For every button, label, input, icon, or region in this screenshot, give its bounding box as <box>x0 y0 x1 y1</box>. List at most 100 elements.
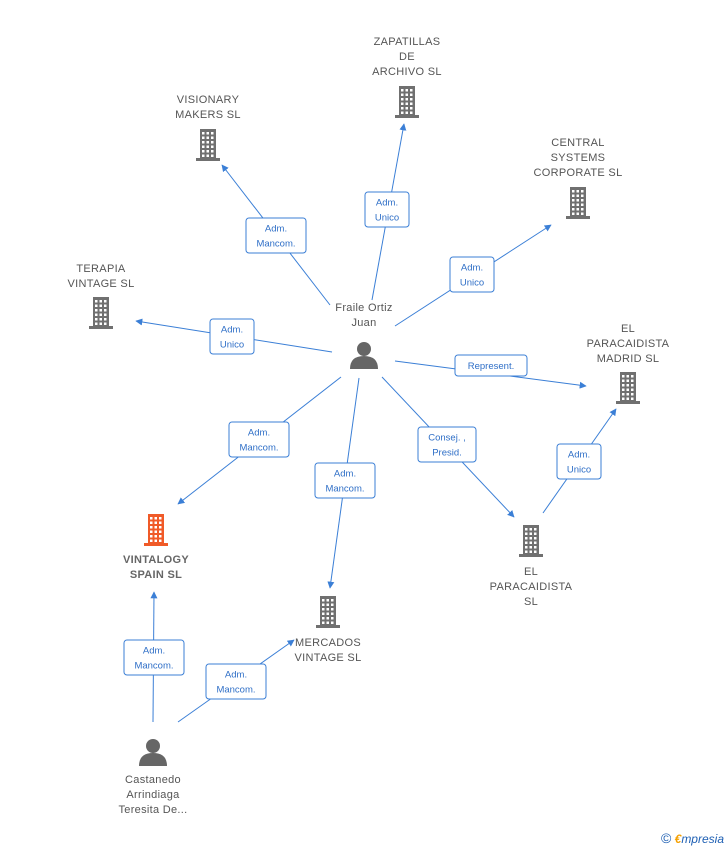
building-icon[interactable] <box>616 372 640 404</box>
building-window <box>159 539 162 542</box>
node-label[interactable]: PARACAIDISTA <box>587 338 670 350</box>
node-label[interactable]: Fraile Ortiz <box>335 302 392 314</box>
building-window <box>525 550 528 553</box>
edge-label[interactable]: Represent. <box>454 354 528 377</box>
node-label[interactable]: DE <box>399 51 415 63</box>
building-icon[interactable] <box>566 187 590 219</box>
edge-label[interactable]: Adm.Mancom. <box>314 462 376 499</box>
building-window <box>410 102 413 105</box>
edge-label[interactable]: Adm. Unico <box>556 443 602 480</box>
node-label[interactable]: MAKERS SL <box>175 109 241 121</box>
edge-label-text: Represent. <box>468 361 514 372</box>
node-label[interactable]: Juan <box>351 317 376 329</box>
building-window <box>150 521 153 524</box>
building-window <box>572 212 575 215</box>
node-label[interactable]: EL <box>621 323 635 335</box>
edge-label[interactable]: Adm.Mancom. <box>245 217 307 254</box>
building-window <box>622 384 625 387</box>
node-label[interactable]: VINTAGE SL <box>68 278 135 290</box>
building-window <box>104 318 107 321</box>
building-window <box>529 546 532 549</box>
edge-label[interactable]: Adm.Mancom. <box>123 639 185 676</box>
building-base <box>89 326 113 329</box>
building-icon[interactable] <box>89 297 113 329</box>
node-label[interactable]: VINTALOGY <box>123 554 189 566</box>
node-label[interactable]: ZAPATILLAS <box>374 36 441 48</box>
edge-label-text: Unico <box>567 465 591 476</box>
edge-label-text: Mancom. <box>239 443 278 454</box>
building-window <box>326 603 329 606</box>
building-window <box>159 530 162 533</box>
building-window <box>581 208 584 211</box>
building-window <box>99 313 102 316</box>
building-window <box>572 208 575 211</box>
building-window <box>534 546 537 549</box>
edge-label[interactable]: Adm.Mancom. <box>205 663 267 700</box>
edge-label[interactable]: Adm.Unico <box>364 191 410 228</box>
edge-label-box <box>205 663 267 700</box>
building-window <box>626 384 629 387</box>
building-window <box>104 309 107 312</box>
node-label[interactable]: EL <box>524 566 538 578</box>
node-label[interactable]: SYSTEMS <box>551 152 606 164</box>
building-window <box>326 599 329 602</box>
building-icon[interactable] <box>316 596 340 628</box>
building-window <box>159 526 162 529</box>
node-label[interactable]: CORPORATE SL <box>534 167 623 179</box>
building-window <box>405 93 408 96</box>
building-icon-main[interactable] <box>144 514 168 546</box>
building-window <box>529 532 532 535</box>
node-label[interactable]: MADRID SL <box>597 353 660 365</box>
node-label[interactable]: PARACAIDISTA <box>490 581 573 593</box>
person-head <box>146 739 160 753</box>
building-window <box>326 621 329 624</box>
node-label[interactable]: Castanedo <box>125 774 181 786</box>
building-window <box>581 194 584 197</box>
building-window <box>572 194 575 197</box>
building-window <box>576 190 579 193</box>
person-icon[interactable] <box>350 342 378 369</box>
building-window <box>206 141 209 144</box>
node-label[interactable]: TERAPIA <box>76 263 126 275</box>
building-window <box>104 300 107 303</box>
node-label[interactable]: ARCHIVO SL <box>372 66 442 78</box>
building-window <box>581 203 584 206</box>
node-label[interactable]: Teresita De... <box>118 804 187 816</box>
node-label[interactable]: SL <box>524 596 538 608</box>
person-body <box>139 753 167 766</box>
building-window <box>525 528 528 531</box>
building-window <box>631 393 634 396</box>
edge-label[interactable]: Adm.Unico <box>209 318 255 355</box>
edge-label-box <box>314 462 376 499</box>
node-label[interactable]: CENTRAL <box>551 137 604 149</box>
building-icon[interactable] <box>519 525 543 557</box>
building-window <box>534 532 537 535</box>
edge-label-text: Adm. <box>568 450 590 461</box>
edge-label-text: Unico <box>460 278 484 289</box>
edge-label[interactable]: Consej. ,Presid. <box>417 426 477 463</box>
edge-label[interactable]: Adm.Mancom. <box>228 421 290 458</box>
building-window <box>401 107 404 110</box>
building-icon[interactable] <box>395 86 419 118</box>
edge-label-text: Adm. <box>225 670 247 681</box>
building-window <box>331 617 334 620</box>
building-window <box>150 539 153 542</box>
building-icon[interactable] <box>196 129 220 161</box>
node-label[interactable]: Arrindiaga <box>126 789 180 801</box>
node-label[interactable]: SPAIN SL <box>130 569 182 581</box>
building-window <box>154 521 157 524</box>
building-window <box>150 517 153 520</box>
building-window <box>206 154 209 157</box>
building-window <box>99 322 102 325</box>
person-icon[interactable] <box>139 739 167 766</box>
building-base <box>196 158 220 161</box>
node-label[interactable]: MERCADOS <box>295 637 361 649</box>
building-window <box>534 528 537 531</box>
building-window <box>150 535 153 538</box>
node-label[interactable]: VISIONARY <box>177 94 240 106</box>
edge-label-text: Mancom. <box>325 484 364 495</box>
edge-label[interactable]: Adm.Unico <box>449 256 495 293</box>
building-window <box>622 397 625 400</box>
node-label[interactable]: VINTAGE SL <box>295 652 362 664</box>
